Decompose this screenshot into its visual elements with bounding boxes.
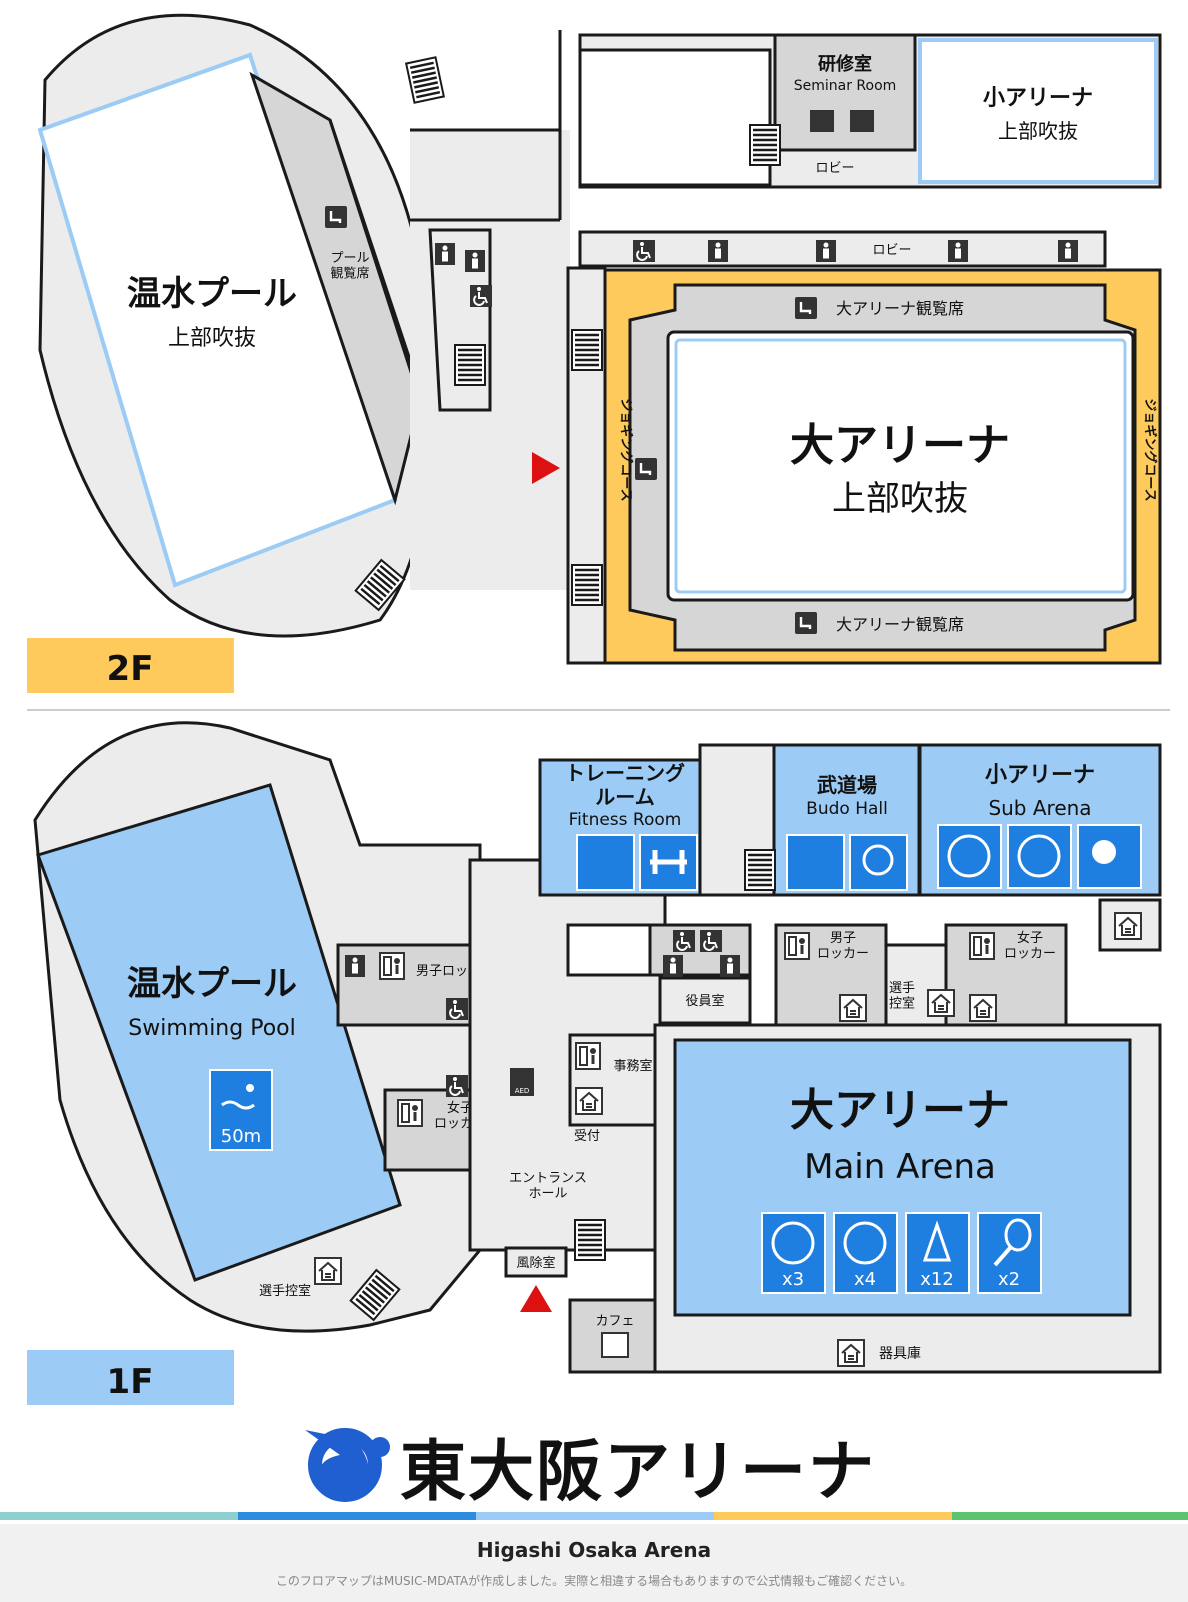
court-count: x12 bbox=[920, 1269, 954, 1290]
pool-1f-en: Swimming Pool bbox=[128, 1016, 295, 1041]
lobby-2f-strip: ロビー bbox=[872, 243, 911, 258]
floor-badge-1f-label: 1F bbox=[107, 1362, 154, 1402]
entrance-marker-1f bbox=[520, 1285, 552, 1312]
swim-icon bbox=[209, 1069, 273, 1151]
windbreak-room: 風除室 bbox=[516, 1255, 555, 1271]
floor-map: 温水プール 上部吹抜 プール観覧席 研修室 Seminar Room ロビー 小… bbox=[27, 13, 1170, 1502]
budo-name: 武道場 bbox=[817, 773, 877, 797]
men-locker-c: 男子ロッカー bbox=[817, 931, 869, 962]
floor-badge-1f bbox=[27, 1350, 234, 1405]
pool-seats-label: プール観覧席 bbox=[330, 251, 369, 282]
court-icon: x4 bbox=[833, 1212, 898, 1294]
lobby-2f-top: ロビー bbox=[815, 161, 854, 176]
court-icon: x12 bbox=[905, 1212, 970, 1294]
color-stripe-4 bbox=[714, 1512, 952, 1520]
cafe-room: カフェ bbox=[595, 1314, 634, 1329]
footer-note: このフロアマップはMUSIC-MDATAが作成しました。実際と相違する場合もあり… bbox=[275, 1574, 913, 1588]
court-count: x2 bbox=[998, 1269, 1020, 1290]
sub-arena-1f-name: 小アリーナ bbox=[985, 763, 1095, 788]
court-icon: x3 bbox=[761, 1212, 826, 1294]
main-arena-1f-en: Main Arena bbox=[804, 1147, 996, 1187]
arena-logo bbox=[305, 1428, 390, 1502]
fitness-en: Fitness Room bbox=[569, 810, 682, 830]
officers-room: 役員室 bbox=[685, 993, 724, 1009]
player-room-c: 選手控室 bbox=[889, 981, 915, 1012]
seminar-name: 研修室 bbox=[818, 53, 872, 75]
entrance-hall: エントランスホール bbox=[509, 1171, 587, 1202]
cup-icon bbox=[601, 1332, 629, 1358]
podium-icon bbox=[850, 110, 874, 132]
budo-en: Budo Hall bbox=[806, 799, 888, 819]
jogging-right: ジョギングコース bbox=[1142, 398, 1158, 501]
aed-label: AED bbox=[515, 1087, 530, 1095]
arena-title: 東大阪アリーナ bbox=[400, 1433, 876, 1510]
footer-bar bbox=[0, 1524, 1188, 1602]
martial-arts-icon bbox=[786, 834, 845, 891]
footer-name: Higashi Osaka Arena bbox=[476, 1538, 712, 1562]
color-stripe-1 bbox=[0, 1512, 238, 1520]
floor-2f: 温水プール 上部吹抜 プール観覧席 研修室 Seminar Room ロビー 小… bbox=[27, 13, 1162, 693]
color-stripe-3 bbox=[476, 1512, 714, 1520]
sub-arena-1f-en: Sub Arena bbox=[988, 796, 1091, 820]
floor-1f: 50m 温水プール Swimming Pool 男子ロッカー 女子ロッカー 選手… bbox=[27, 721, 1162, 1405]
jogging-left: ジョギングコース bbox=[618, 398, 634, 501]
sub-arena-2f-name: 小アリーナ bbox=[983, 86, 1093, 111]
treadmill-icon bbox=[576, 834, 635, 891]
office-room: 事務室 bbox=[613, 1058, 652, 1074]
reception-desk: 受付 bbox=[574, 1129, 600, 1144]
color-stripe-2 bbox=[238, 1512, 476, 1520]
desk-icon bbox=[810, 110, 834, 132]
pool-2f-sub: 上部吹抜 bbox=[168, 326, 256, 351]
pool-2f-name: 温水プール bbox=[127, 274, 297, 314]
volleyball-icon-sub bbox=[1007, 824, 1072, 889]
women-locker-c: 女子ロッカー bbox=[1004, 930, 1056, 962]
main-seats-top: 大アリーナ観覧席 bbox=[836, 299, 964, 318]
main-arena-2f-sub: 上部吹抜 bbox=[832, 479, 968, 519]
entrance-marker-2f bbox=[532, 452, 560, 484]
seminar-en: Seminar Room bbox=[794, 78, 897, 94]
floor-badge-2f bbox=[27, 638, 234, 693]
sumo-ring-icon bbox=[849, 834, 908, 891]
fitness-name: トレーニングルーム bbox=[565, 761, 685, 809]
court-icon: x2 bbox=[977, 1212, 1042, 1294]
court-count: x3 bbox=[782, 1269, 804, 1290]
main-seats-bottom: 大アリーナ観覧席 bbox=[836, 615, 964, 634]
color-stripe-5 bbox=[952, 1512, 1188, 1520]
floor-badge-2f-label: 2F bbox=[107, 649, 154, 689]
aed-icon bbox=[510, 1068, 534, 1096]
main-arena-2f-name: 大アリーナ bbox=[790, 420, 1010, 471]
court-count: x4 bbox=[854, 1269, 876, 1290]
main-arena-1f-name: 大アリーナ bbox=[790, 1085, 1010, 1136]
player-room-w: 選手控室 bbox=[259, 1283, 311, 1299]
basketball-icon-sub bbox=[937, 824, 1002, 889]
sub-arena-2f-sub: 上部吹抜 bbox=[998, 119, 1078, 143]
storage-room: 器具庫 bbox=[879, 1345, 921, 1362]
pool-1f-name: 温水プール bbox=[127, 964, 297, 1004]
pool-length: 50m bbox=[221, 1126, 261, 1147]
